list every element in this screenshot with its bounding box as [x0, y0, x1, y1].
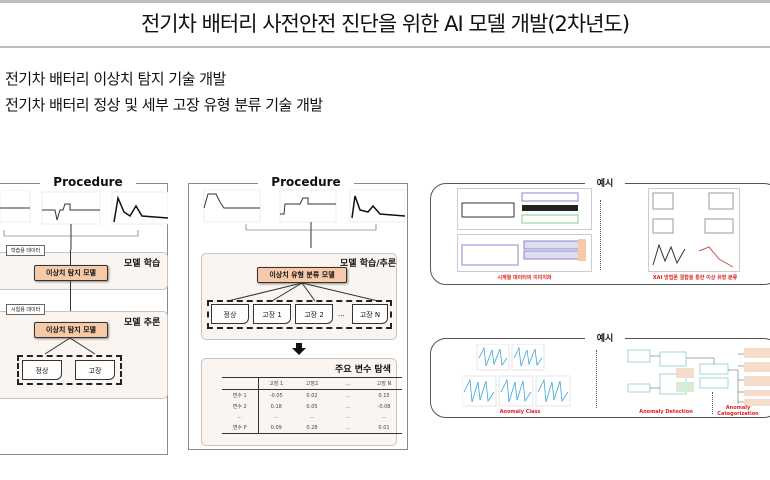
anomaly-class-plots — [462, 344, 571, 407]
output-ellipsis: ... — [338, 310, 345, 318]
arrow — [70, 250, 71, 265]
output-fault-n: 고장 N — [352, 304, 388, 324]
training-data-tag: 학습용 데이터 — [6, 245, 46, 256]
timeseries-stack-figure — [457, 234, 592, 272]
inference-section-title: 모델 추론 — [124, 318, 161, 328]
down-arrow-icon — [292, 343, 306, 355]
table-header: 고장 1 — [269, 381, 284, 387]
train-infer-section-title: 모델 학습/추론 — [340, 259, 397, 269]
page-title: 전기차 배터리 사전안전 진단을 위한 AI 모델 개발(2차년도) — [140, 12, 630, 36]
anomaly-detection-caption: Anomaly Detection — [639, 409, 693, 415]
branch-arrows — [44, 338, 96, 355]
divider — [596, 350, 597, 408]
table-header: 고장 N — [376, 381, 392, 387]
anomaly-class-caption: Anomaly Class — [499, 409, 541, 415]
table-row: ............... — [222, 412, 402, 422]
bullet-fault-classification: 전기차 배터리 정상 및 세부 고장 유형 분류 기술 개발 — [5, 96, 323, 114]
xai-figure — [648, 188, 740, 272]
timeseries-image-caption: 시계열 데이터의 이미지화 — [497, 275, 552, 281]
procedure-title-2: Procedure — [258, 175, 354, 189]
output-normal: 정상 — [22, 360, 62, 380]
divider — [712, 392, 713, 414]
anomaly-type-classification-model: 이상치 유형 분류 모델 — [257, 267, 347, 283]
branch-arrows-2 — [227, 283, 379, 302]
output-fault-2: 고장 2 — [295, 304, 333, 324]
output-fault: 고장 — [75, 360, 115, 380]
title-divider — [0, 46, 770, 48]
table-header — [222, 377, 259, 390]
example-title-1: 예시 — [585, 176, 625, 189]
anomaly-detection-model-infer: 이상치 탐지 모델 — [34, 322, 108, 338]
anomaly-categorization-caption: Anomaly Categorization — [717, 405, 759, 417]
output-fault-1: 고장 1 — [253, 304, 291, 324]
training-section-title: 모델 학습 — [124, 259, 161, 269]
output-group-2 — [207, 300, 392, 329]
input-signal-charts-2 — [203, 189, 405, 248]
key-variable-title: 주요 변수 탐색 — [335, 365, 391, 375]
divider — [600, 200, 601, 270]
table-header: 고장2 — [305, 381, 319, 387]
example-title-2: 예시 — [585, 331, 625, 344]
anomaly-detection-model-train: 이상치 탐지 모델 — [34, 265, 108, 281]
input-signal-charts — [0, 190, 168, 250]
timeseries-image-figure — [457, 188, 592, 230]
anomaly-detection-flowchart — [627, 348, 770, 406]
output-group — [17, 355, 122, 385]
xai-caption: XAI 방법론 결합을 통한 이상 유형 분류 — [652, 275, 738, 281]
test-data-tag: 시험용 데이터 — [6, 304, 46, 315]
procedure-title: Procedure — [40, 175, 136, 189]
top-border — [0, 0, 770, 3]
bullet-anomaly-detection: 전기차 배터리 이상치 탐지 기술 개발 — [5, 70, 226, 88]
arrow — [70, 281, 71, 322]
table-header: ... — [345, 380, 351, 387]
output-normal: 정상 — [211, 304, 249, 324]
